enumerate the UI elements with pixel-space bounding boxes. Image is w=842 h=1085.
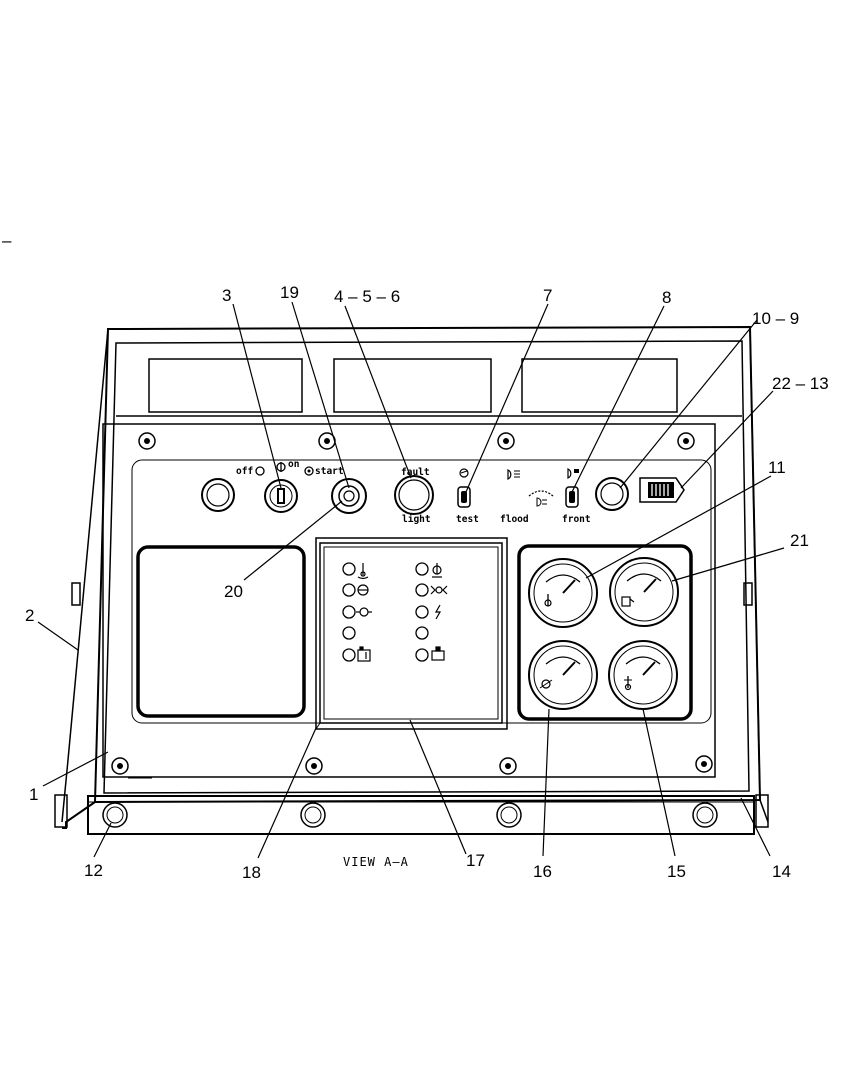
callout-14: 14 [772, 862, 791, 881]
screw [111, 757, 129, 775]
callout-19: 19 [280, 283, 299, 302]
screw [497, 432, 515, 450]
brake-icon [430, 585, 448, 595]
indicator-lamps-right [415, 562, 429, 662]
bolt [692, 802, 718, 828]
work-light-icon [528, 490, 554, 507]
gauge-top-right [609, 557, 679, 627]
callout-1: 1 [29, 785, 38, 804]
bolt [300, 802, 326, 828]
callout-12: 12 [84, 861, 103, 880]
callout-18: 18 [242, 863, 261, 882]
blank-plug-right [595, 477, 629, 511]
left-window [136, 545, 306, 718]
callout-2: 2 [25, 606, 34, 625]
gauge-cluster [517, 544, 693, 721]
callout-7: 7 [543, 286, 552, 305]
callout-20: 20 [224, 582, 243, 601]
margin-mark: – [2, 231, 12, 250]
fault-light [394, 475, 434, 515]
label-light: light [402, 514, 431, 525]
off-icon [255, 466, 265, 476]
bottom-bolts [102, 802, 718, 828]
gauge-icon-oil [544, 594, 552, 607]
screw [499, 757, 517, 775]
front-light-icon [567, 468, 579, 479]
key-switch [264, 479, 298, 513]
hour-meter [639, 477, 685, 503]
gauge-bottom-right [608, 640, 678, 710]
hydraulic-oil-icon [357, 584, 369, 596]
callout-15: 15 [667, 862, 686, 881]
screw [305, 757, 323, 775]
filter-icon [431, 646, 445, 661]
callout-22-13: 22 – 13 [772, 374, 829, 393]
screw-row-top [138, 432, 695, 450]
label-fault: fault [401, 467, 430, 478]
callouts: 3 19 4 – 5 – 6 7 8 10 – 9 22 – 13 11 21 … [25, 283, 829, 882]
label-on: on [288, 459, 299, 470]
callout-17: 17 [466, 851, 485, 870]
flood-light-icon [507, 469, 520, 480]
indicator-lamps-left [342, 562, 356, 662]
label-off: off [236, 466, 253, 477]
callout-21: 21 [790, 531, 809, 550]
label-start: start [315, 466, 344, 477]
screw [677, 432, 695, 450]
bolt [496, 802, 522, 828]
label-front: front [562, 514, 591, 525]
indicator-module [315, 537, 508, 730]
top-windows [116, 358, 742, 417]
gauge-icon-fuel [621, 596, 635, 607]
coolant-temp-icon [357, 563, 369, 580]
callout-11: 11 [768, 458, 786, 477]
screw-row-bottom [111, 755, 713, 775]
label-flood: flood [500, 514, 529, 525]
transmission-temp-icon [432, 563, 442, 578]
callout-4-5-6: 4 – 5 – 6 [334, 287, 400, 306]
blank-plug-left [201, 478, 235, 512]
battery-icon [357, 646, 371, 662]
callout-10-9: 10 – 9 [752, 309, 799, 328]
callout-3: 3 [222, 286, 231, 305]
bolt [102, 802, 128, 828]
gauge-icon-transmission [539, 679, 553, 689]
leader-lines [37, 301, 785, 859]
light-toggle-switch [565, 486, 579, 508]
gauge-top-left [528, 558, 598, 628]
gauge-icon-coolant [624, 676, 632, 691]
view-title: VIEW A–A [343, 855, 409, 869]
callout-16: 16 [533, 862, 552, 881]
callout-8: 8 [662, 288, 671, 307]
test-toggle-switch [457, 468, 471, 508]
on-icon [276, 462, 286, 472]
label-test: test [456, 514, 479, 525]
ether-start-button [331, 478, 367, 514]
indicator-symbols [356, 563, 448, 662]
start-icon [304, 466, 314, 476]
panel-housing [54, 325, 769, 835]
screw [138, 432, 156, 450]
charging-icon [434, 604, 442, 620]
screw [695, 755, 713, 773]
oil-pressure-icon [356, 607, 372, 617]
gauge-bottom-left [528, 640, 598, 710]
